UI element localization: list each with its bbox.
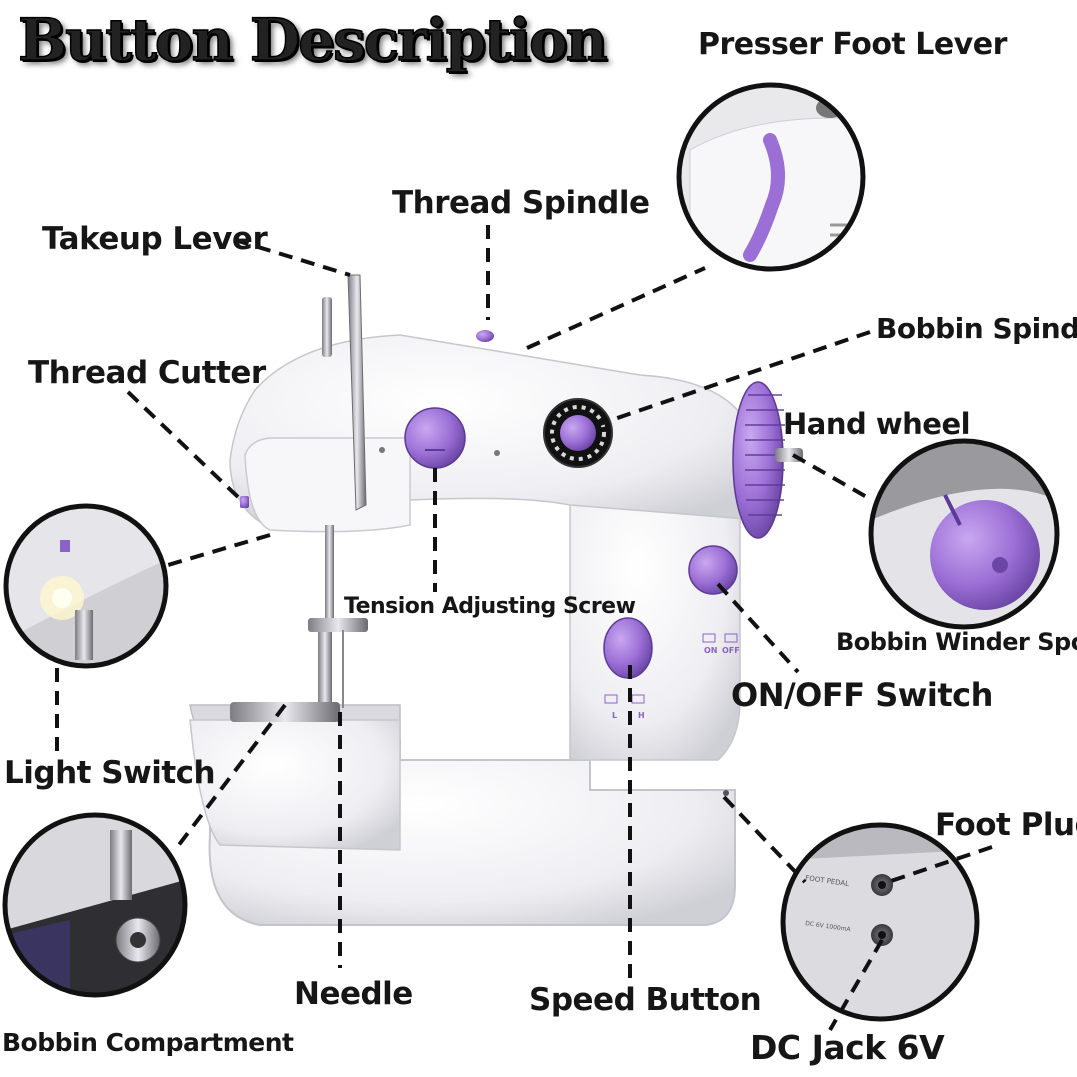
leader-lines <box>55 225 993 1032</box>
high-speed-marking: H <box>638 711 645 720</box>
leader-bobbin-spindle <box>587 330 871 430</box>
dc-jack-inset: FOOT PEDAL DC 6V 1000mA <box>780 822 980 1022</box>
leader-hand-wheel <box>792 453 873 502</box>
label-light-switch: Light Switch <box>4 755 216 791</box>
leader-takeup-lever <box>234 238 351 277</box>
label-presser-foot-lever: Presser Foot Lever <box>698 27 1007 62</box>
label-on-off-switch: ON/OFF Switch <box>731 676 993 714</box>
leader-dc-jack <box>828 938 884 1032</box>
label-bobbin-compartment: Bobbin Compartment <box>2 1028 294 1057</box>
leader-foot-plug <box>887 845 993 884</box>
light-switch-inset <box>3 503 169 669</box>
label-bobbin-winder-spool: Bobbin Winder Spool <box>836 628 1077 656</box>
label-foot-plug: Foot Plug <box>935 807 1077 843</box>
label-tension-adjusting-screw: Tension Adjusting Screw <box>344 594 636 619</box>
diagram-title: Button Description <box>17 5 608 75</box>
bobbin-winder-inset <box>868 438 1060 630</box>
low-speed-marking: L <box>612 711 617 720</box>
off-marking: OFF <box>722 646 740 655</box>
label-needle: Needle <box>294 976 413 1012</box>
label-bobbin-spindle: Bobbin Spindle <box>876 312 1077 345</box>
bobbin-compartment-inset <box>2 812 188 998</box>
machine-body <box>189 274 803 926</box>
presser-foot-inset <box>676 82 866 272</box>
label-takeup-lever: Takeup Lever <box>42 221 268 257</box>
label-thread-cutter: Thread Cutter <box>28 355 266 391</box>
leader-presser-foot <box>526 266 706 350</box>
on-marking: ON <box>704 646 718 655</box>
leader-on-off <box>716 582 800 674</box>
leader-thread-cutter <box>126 390 240 499</box>
label-dc-jack: DC Jack 6V <box>750 1028 945 1067</box>
leader-bobbin-compartment <box>173 703 287 852</box>
label-hand-wheel: Hand wheel <box>783 407 971 441</box>
leader-light-switch <box>167 533 271 567</box>
label-thread-spindle: Thread Spindle <box>392 185 650 221</box>
label-speed-button: Speed Button <box>529 982 762 1018</box>
leader-dc-jack-upper <box>722 795 807 884</box>
